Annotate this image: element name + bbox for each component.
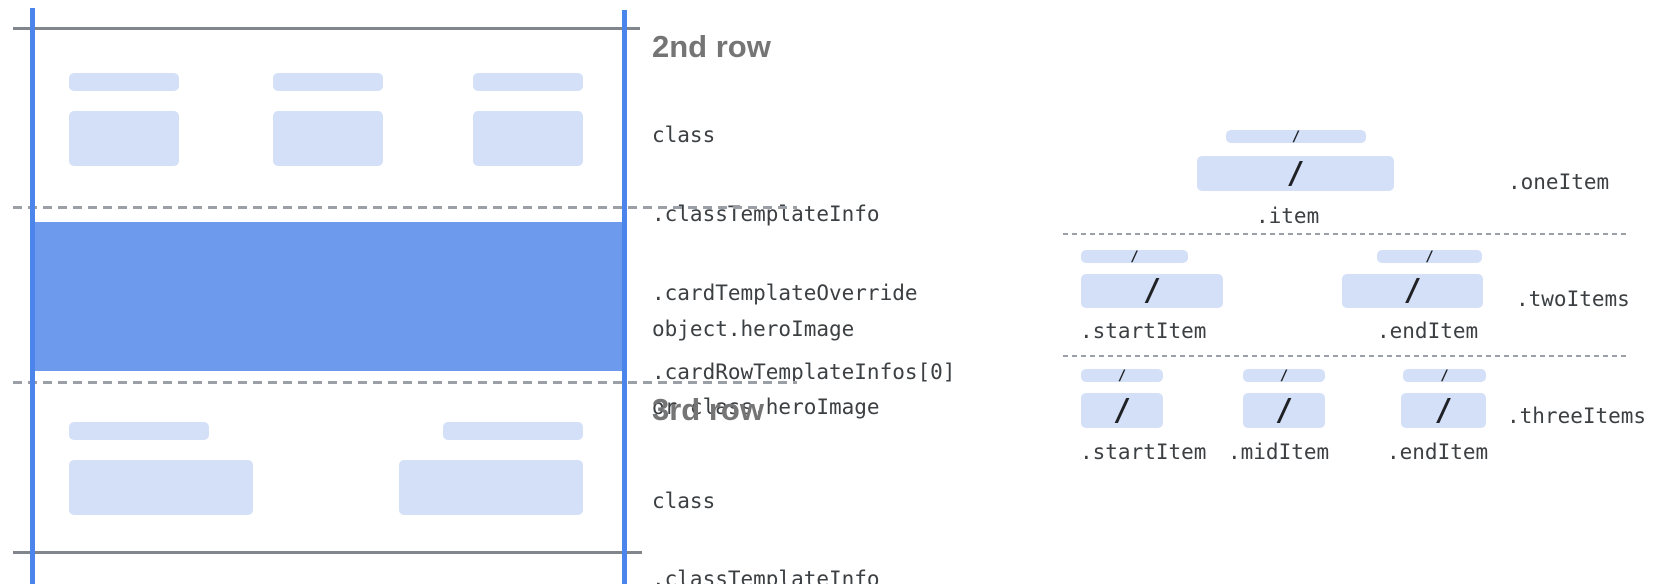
hero-row3-divider-dashed-line — [13, 381, 797, 384]
row3-code-line: .classTemplateInfo — [652, 567, 880, 584]
row2-hero-divider-dashed-line — [13, 206, 797, 209]
row2-code-line: class — [652, 123, 716, 147]
hero-image-code-path: object.heroImage or class.heroImage — [652, 266, 880, 470]
slash-glyph: / — [1142, 273, 1162, 308]
slash-glyph: / — [1434, 392, 1453, 428]
three-items-end-value-bar: / — [1401, 393, 1486, 428]
three-items-mid-label-bar: / — [1243, 367, 1325, 384]
row2-code-line: .cardRowTemplateInfos[0] — [652, 360, 956, 384]
card-bottom-boundary-line — [13, 551, 642, 554]
slash-glyph: / — [1403, 273, 1422, 308]
row2-col3-value-bar — [473, 111, 583, 166]
slash-glyph: / — [1274, 392, 1294, 428]
two-items-start-label-bar: / — [1081, 248, 1188, 265]
three-items-end-label-bar: / — [1403, 367, 1486, 384]
slash-glyph: / — [1112, 392, 1132, 428]
three-items-mid-label: .midItem — [1228, 440, 1330, 464]
row3-col2-value-bar — [399, 460, 583, 515]
slash-glyph: / — [1291, 128, 1301, 145]
three-items-start-label-bar: / — [1081, 367, 1163, 384]
card-left-edge-guide — [30, 8, 35, 584]
one-item-item-label: .item — [1256, 204, 1320, 228]
row2-code-line: .classTemplateInfo — [652, 202, 880, 226]
three-items-start-value-bar: / — [1081, 393, 1163, 428]
row2-col2-label-bar — [273, 73, 383, 91]
hero-code-line: object.heroImage — [652, 317, 855, 341]
row2-col2-value-bar — [273, 111, 383, 166]
slash-glyph: / — [1130, 248, 1139, 265]
row3-heading: 3rd row — [652, 392, 764, 427]
two-items-template-label: .twoItems — [1516, 287, 1630, 311]
one-item-label-bar: / — [1226, 128, 1366, 145]
row3-col1-label-bar — [69, 422, 209, 440]
row3-code-line: class — [652, 489, 716, 513]
slash-glyph: / — [1425, 248, 1434, 265]
two-items-end-value-bar: / — [1342, 274, 1483, 308]
two-items-end-label: .endItem — [1377, 319, 1479, 343]
one-two-divider-dashed-line — [1063, 233, 1630, 235]
three-items-mid-value-bar: / — [1243, 393, 1325, 428]
one-item-template-label: .oneItem — [1508, 170, 1610, 194]
row2-heading: 2nd row — [652, 29, 771, 64]
hero-code-line: or class.heroImage — [652, 395, 880, 419]
row2-col1-value-bar — [69, 111, 179, 166]
slash-glyph: / — [1117, 367, 1127, 384]
one-item-value-bar: / — [1197, 156, 1394, 191]
three-items-end-label: .endItem — [1387, 440, 1489, 464]
row3-code-path: class .classTemplateInfo .cardTemplateOv… — [652, 438, 955, 584]
card-right-edge-guide — [622, 10, 627, 584]
hero-image-band — [32, 222, 627, 371]
row2-col3-label-bar — [473, 73, 583, 91]
card-top-boundary-line — [13, 27, 640, 30]
row2-col1-label-bar — [69, 73, 179, 91]
slash-glyph: / — [1440, 367, 1449, 384]
three-items-template-label: .threeItems — [1507, 404, 1647, 428]
two-items-start-value-bar: / — [1081, 274, 1223, 308]
slash-glyph: / — [1279, 367, 1289, 384]
row3-col2-label-bar — [443, 422, 583, 440]
two-items-start-label: .startItem — [1080, 319, 1207, 343]
row2-code-line: .cardTemplateOverride — [652, 281, 918, 305]
slash-glyph: / — [1286, 155, 1305, 191]
row3-col1-value-bar — [69, 460, 253, 515]
two-three-divider-dashed-line — [1063, 355, 1630, 357]
three-items-start-label: .startItem — [1080, 440, 1207, 464]
two-items-end-label-bar: / — [1377, 248, 1482, 265]
